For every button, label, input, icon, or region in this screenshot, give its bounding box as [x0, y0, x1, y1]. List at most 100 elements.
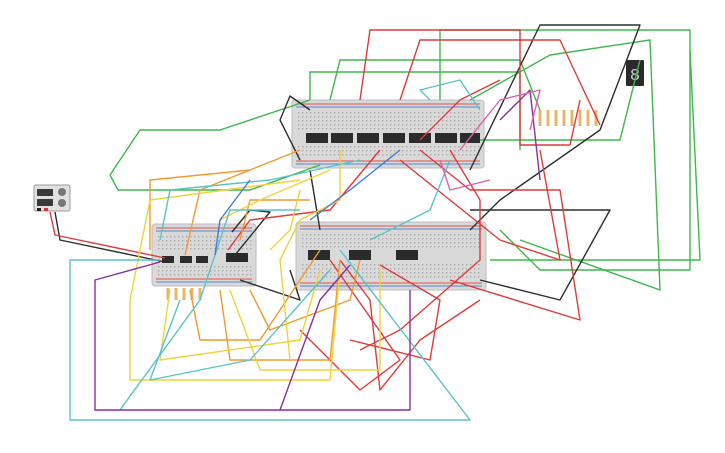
breadboard-hole	[382, 276, 384, 278]
breadboard-hole	[250, 240, 252, 242]
breadboard-hole	[442, 112, 444, 114]
breadboard-hole	[338, 234, 340, 236]
breadboard-hole	[214, 270, 216, 272]
breadboard-hole	[162, 240, 164, 242]
breadboard-hole	[354, 238, 356, 240]
breadboard-hole	[374, 150, 376, 152]
breadboard-hole	[450, 128, 452, 130]
breadboard-hole	[314, 242, 316, 244]
breadboard-hole	[162, 270, 164, 272]
breadboard-hole	[462, 276, 464, 278]
power-supply-terminal	[44, 208, 48, 211]
breadboard-hole	[302, 154, 304, 156]
wire	[219, 169, 331, 221]
breadboard-hole	[330, 276, 332, 278]
breadboard-hole	[234, 274, 236, 276]
breadboard-hole	[450, 116, 452, 118]
breadboard-hole	[410, 238, 412, 240]
breadboard-hole	[190, 266, 192, 268]
breadboard-hole	[202, 266, 204, 268]
wire	[149, 269, 331, 381]
breadboard-hole	[222, 274, 224, 276]
breadboard-hole	[306, 112, 308, 114]
breadboard-hole	[314, 112, 316, 114]
breadboard-hole	[202, 244, 204, 246]
breadboard-hole	[310, 234, 312, 236]
breadboard-hole	[422, 276, 424, 278]
breadboard-hole	[198, 240, 200, 242]
breadboard-hole	[354, 112, 356, 114]
breadboard-hole	[370, 120, 372, 122]
breadboard-hole	[378, 124, 380, 126]
breadboard-hole	[442, 238, 444, 240]
breadboard-hole	[214, 274, 216, 276]
breadboard-hole	[358, 246, 360, 248]
breadboard-hole	[326, 246, 328, 248]
seven-segment-display: 8	[626, 60, 644, 86]
breadboard-hole	[366, 264, 368, 266]
breadboard-hole	[466, 120, 468, 122]
breadboard-hole	[330, 120, 332, 122]
breadboard-hole	[298, 120, 300, 122]
breadboard-hole	[450, 234, 452, 236]
ic-chip	[331, 133, 353, 143]
breadboard-hole	[466, 264, 468, 266]
breadboard-hole	[474, 234, 476, 236]
breadboard-hole	[450, 238, 452, 240]
resistor	[586, 110, 590, 126]
breadboard-hole	[350, 242, 352, 244]
breadboard-hole	[214, 248, 216, 250]
breadboard-hole	[430, 276, 432, 278]
breadboard-hole	[466, 246, 468, 248]
breadboard-hole	[158, 266, 160, 268]
breadboard-hole	[322, 112, 324, 114]
breadboard-hole	[466, 150, 468, 152]
breadboard-hole	[390, 268, 392, 270]
breadboard-hole	[166, 240, 168, 242]
breadboard-hole	[478, 120, 480, 122]
breadboard-hole	[394, 242, 396, 244]
breadboard-hole	[166, 236, 168, 238]
breadboard-hole	[370, 124, 372, 126]
breadboard-hole	[426, 124, 428, 126]
breadboard-hole	[450, 272, 452, 274]
breadboard-hole	[430, 154, 432, 156]
breadboard-hole	[326, 242, 328, 244]
breadboard-hole	[350, 234, 352, 236]
breadboard-hole	[418, 272, 420, 274]
breadboard-hole	[334, 112, 336, 114]
breadboard-hole	[446, 268, 448, 270]
breadboard-hole	[442, 264, 444, 266]
breadboard-hole	[394, 124, 396, 126]
breadboard-hole	[226, 270, 228, 272]
breadboard-hole	[402, 128, 404, 130]
breadboard-hole	[350, 150, 352, 152]
wire	[227, 149, 381, 251]
breadboard-hole	[470, 272, 472, 274]
breadboard-hole	[426, 234, 428, 236]
breadboard-hole	[394, 150, 396, 152]
breadboard-hole	[330, 150, 332, 152]
breadboard-hole	[410, 124, 412, 126]
breadboard-hole	[310, 238, 312, 240]
breadboard-hole	[350, 246, 352, 248]
breadboard-hole	[470, 246, 472, 248]
breadboard-hole	[454, 268, 456, 270]
breadboard-hole	[338, 264, 340, 266]
breadboard-hole	[410, 246, 412, 248]
breadboard-hole	[470, 276, 472, 278]
breadboard-hole	[466, 238, 468, 240]
ic-chip	[383, 133, 405, 143]
wire	[329, 59, 541, 111]
wire	[189, 249, 321, 341]
breadboard-hole	[458, 116, 460, 118]
breadboard-hole	[466, 128, 468, 130]
breadboard-hole	[406, 150, 408, 152]
breadboard-hole	[474, 124, 476, 126]
breadboard-hole	[238, 236, 240, 238]
breadboard-hole	[422, 146, 424, 148]
breadboard-hole	[466, 124, 468, 126]
breadboard-hole	[314, 150, 316, 152]
breadboard-hole	[402, 264, 404, 266]
breadboard-hole	[442, 276, 444, 278]
